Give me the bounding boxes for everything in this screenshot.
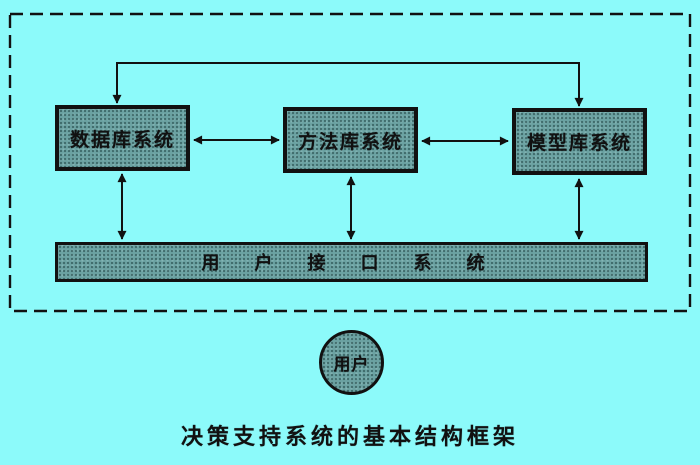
- model-library-system-label: 模型库系统: [526, 132, 632, 154]
- diagram-caption: 决策支持系统的基本结构框架: [180, 425, 519, 450]
- model-library-system-box: 模型库系统: [512, 108, 647, 175]
- system-boundary-dashed-frame: [8, 12, 692, 313]
- method-library-system-label: 方法库系统: [297, 130, 403, 153]
- user-circle: 用户: [319, 330, 384, 395]
- database-system-label: 数据库系统: [69, 128, 175, 151]
- method-library-system-box: 方法库系统: [283, 107, 418, 173]
- connector-top-database-model: [112, 62, 584, 107]
- user-interface-system-bar: 用户接口系统: [55, 242, 648, 282]
- database-system-box: 数据库系统: [55, 105, 190, 171]
- user-interface-system-label: 用户接口系统: [201, 253, 520, 274]
- user-circle-label: 用户: [333, 355, 370, 375]
